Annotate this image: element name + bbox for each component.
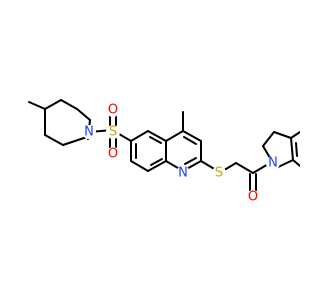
atom-n-piperidine: N xyxy=(82,125,96,140)
atom-label: N xyxy=(84,125,94,140)
bond xyxy=(273,131,292,139)
bond-layer xyxy=(28,99,300,197)
atom-s-thioether: S xyxy=(212,166,226,181)
atom-s-sulfonyl: S xyxy=(106,125,120,140)
atom-o-sulfonyl-top: O xyxy=(106,103,120,118)
atom-label: N xyxy=(268,156,278,171)
atom-n-quinoline: N xyxy=(176,166,190,181)
atom-o-sulfonyl-bottom: O xyxy=(106,147,120,162)
bond xyxy=(200,160,217,171)
bond xyxy=(183,136,197,145)
atom-label: S xyxy=(109,125,117,140)
bond xyxy=(184,157,197,165)
bond xyxy=(290,137,294,161)
bond xyxy=(28,101,46,110)
atom-n-indoline: N xyxy=(266,156,280,171)
bond xyxy=(290,131,300,139)
bond xyxy=(149,136,162,144)
bond xyxy=(262,131,275,147)
bond xyxy=(292,159,300,167)
atom-label: S xyxy=(215,166,223,181)
bond xyxy=(60,99,78,110)
molecule-diagram: N S O O N S O N xyxy=(28,99,300,205)
atom-label: O xyxy=(108,147,118,162)
bond xyxy=(130,160,149,172)
bond xyxy=(44,99,62,110)
bond xyxy=(44,134,64,146)
bond xyxy=(130,130,149,142)
bond xyxy=(147,160,167,172)
bond xyxy=(295,142,298,157)
bond xyxy=(62,136,88,146)
bond xyxy=(76,108,91,121)
bond xyxy=(235,162,254,174)
bond xyxy=(150,158,163,166)
atom-label-layer: N S O O N S O N xyxy=(82,103,280,205)
atom-label: O xyxy=(108,103,118,118)
bond xyxy=(165,130,184,142)
bond xyxy=(182,130,202,142)
atom-label: O xyxy=(248,190,258,205)
atom-o-carbonyl: O xyxy=(246,190,260,205)
atom-label: N xyxy=(178,166,188,181)
bond xyxy=(147,130,167,142)
